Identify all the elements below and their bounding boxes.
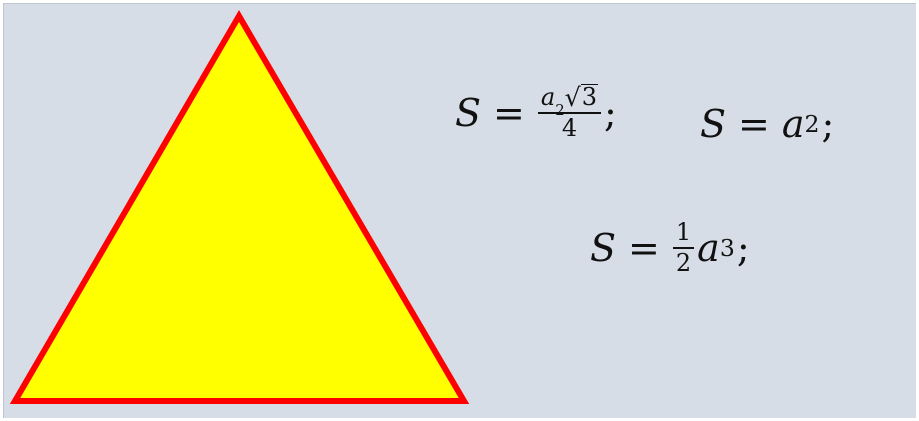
fraction: 1 2	[672, 219, 695, 278]
formula-lhs: S	[700, 102, 727, 146]
semicolon: ;	[604, 90, 617, 135]
square-root: √3	[564, 82, 599, 112]
fraction-numerator: 1	[672, 219, 695, 250]
fraction-denominator: 4	[561, 114, 578, 143]
semicolon: ;	[821, 102, 835, 146]
equals-sign: =	[493, 90, 525, 135]
formula-base: a	[781, 102, 805, 146]
equals-sign: =	[628, 226, 660, 271]
formula-base: a	[697, 226, 720, 271]
numerator-base: a	[540, 83, 556, 111]
formula-lhs: S	[455, 90, 482, 135]
yellow-triangle	[9, 10, 470, 404]
fraction-denominator: 2	[675, 249, 692, 278]
semicolon: ;	[736, 226, 750, 271]
formula-lhs: S	[590, 226, 617, 271]
radicand: 3	[580, 83, 599, 111]
radical-sign: √	[564, 82, 581, 112]
equals-sign: =	[738, 102, 770, 146]
